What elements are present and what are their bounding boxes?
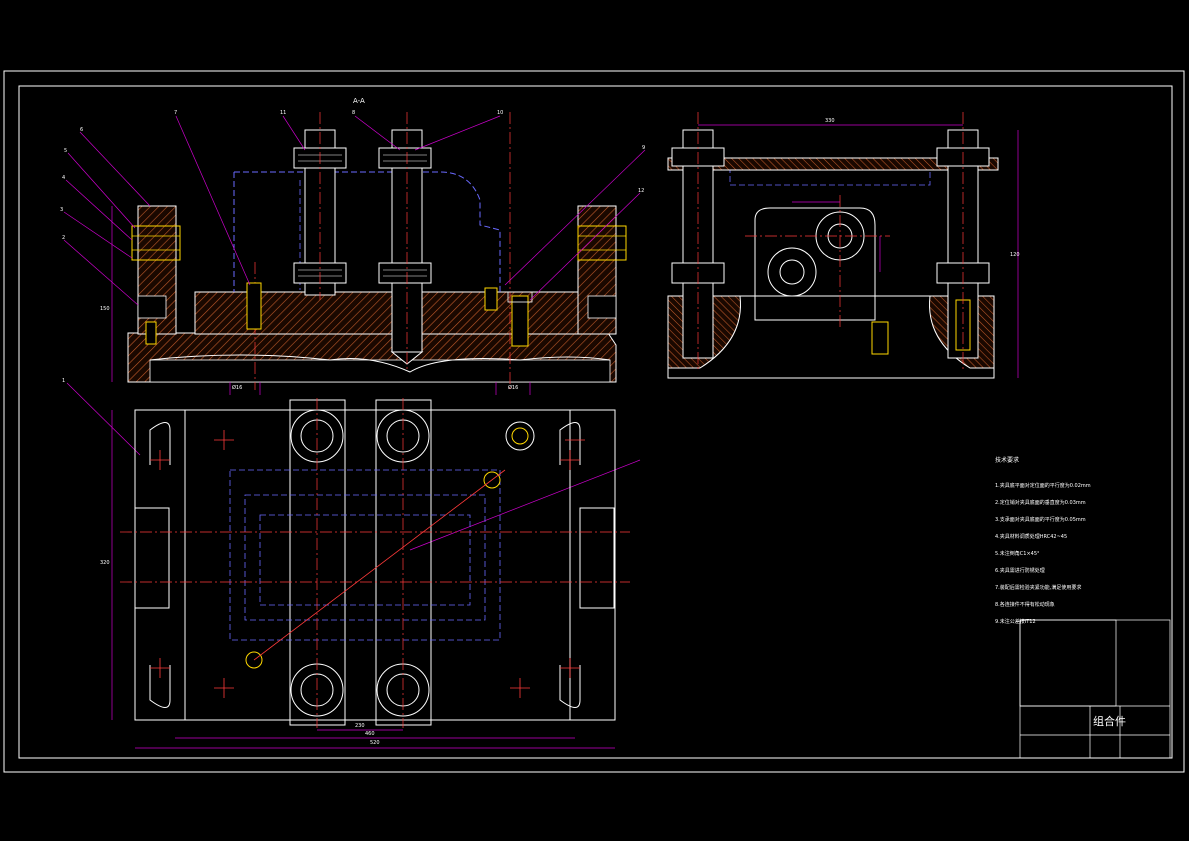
front-section-view (63, 112, 646, 551)
dim-plan-height: 320 (100, 560, 110, 566)
note-4: 4.夹具材料调质处理HRC42~45 (995, 534, 1068, 540)
balloon-6: 6 (80, 127, 84, 133)
note-9: 9.未注公差按IT12 (995, 619, 1036, 625)
technical-requirements: 技术要求 1.夹具底平面对定位面的平行度为0.02mm 2.定位销对夹具底面的垂… (995, 458, 1165, 637)
balloon-4: 4 (62, 175, 66, 181)
balloon-3: 3 (60, 207, 64, 213)
balloon-7: 7 (174, 110, 178, 116)
dim-hole-right: Ø16 (508, 385, 519, 391)
dim-height-right: 120 (1010, 252, 1020, 258)
dim-bolt-spacing: 230 (355, 723, 365, 729)
note-8: 8.各连接件不得有松动现象 (995, 602, 1055, 608)
note-7: 7.装配后需检验夹紧功能,满足使用要求 (995, 585, 1082, 591)
sheet-border (3, 70, 1185, 773)
dim-hole-left: Ø16 (232, 385, 243, 391)
side-view (667, 112, 1019, 379)
balloon-8: 8 (352, 110, 356, 116)
title-block-name: 组合件 (1093, 715, 1126, 728)
balloon-2: 2 (62, 235, 66, 241)
notes-title: 技术要求 (995, 457, 1020, 464)
balloon-1: 1 (62, 378, 66, 384)
dim-overall-width: 520 (370, 740, 380, 746)
note-2: 2.定位销对夹具底面的垂直度为0.03mm (995, 500, 1086, 506)
note-1: 1.夹具底平面对定位面的平行度为0.02mm (995, 483, 1091, 489)
balloon-10: 10 (497, 110, 504, 116)
balloon-12: 12 (638, 188, 645, 194)
title-block (1019, 619, 1171, 759)
dim-inner-width: 460 (365, 731, 375, 737)
note-5: 5.未注倒角C1×45° (995, 551, 1040, 557)
note-6: 6.夹具需进行防锈处理 (995, 568, 1045, 574)
balloon-5: 5 (64, 148, 68, 154)
section-label: A-A (353, 97, 365, 105)
dim-height-left: 150 (100, 306, 110, 312)
balloon-9: 9 (642, 145, 646, 151)
note-3: 3.支承面对夹具底面的平行度为0.05mm (995, 517, 1086, 523)
plan-view (111, 398, 630, 749)
dim-side-width: 330 (825, 118, 835, 124)
balloon-11: 11 (280, 110, 287, 116)
